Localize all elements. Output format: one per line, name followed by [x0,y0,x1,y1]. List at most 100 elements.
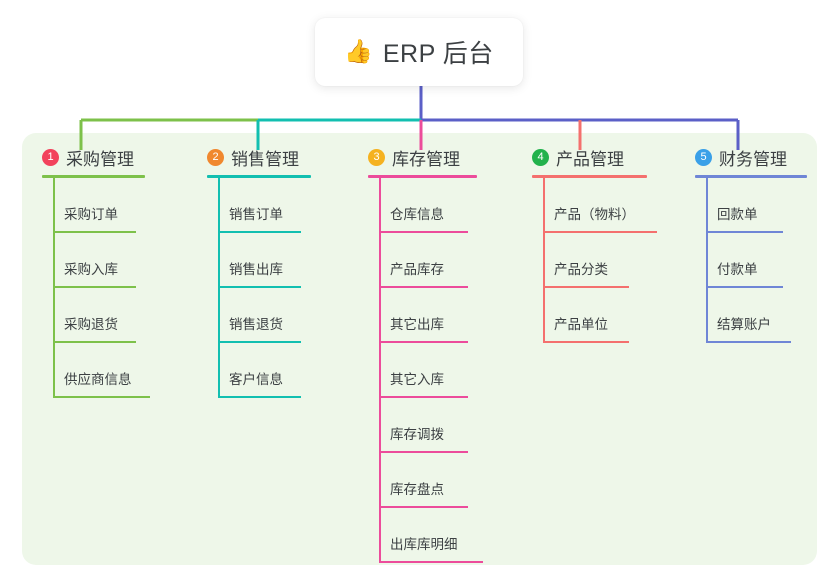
leaf-item-label: 销售出库 [229,262,283,277]
leaf-item[interactable]: 其它入库 [368,343,477,398]
leaf-item[interactable]: 产品分类 [532,233,647,288]
leaf-item[interactable]: 采购入库 [42,233,145,288]
branch-title-underline [207,175,311,178]
branch-title-underline [532,175,647,178]
branch-number-badge: 5 [695,148,712,166]
leaf-item[interactable]: 销售订单 [207,178,311,233]
branch-column-3: 3 库存管理仓库信息产品库存其它出库其它入库库存调拨库存盘点出库库明细 [368,146,483,563]
branch-spine-line [543,178,545,343]
leaf-item[interactable]: 库存调拨 [368,398,477,453]
leaf-item[interactable]: 出库库明细 [368,508,483,563]
leaf-item-underline [380,396,468,398]
leaf-item-label: 库存盘点 [390,482,444,497]
leaf-item-underline [380,341,468,343]
branch-leaf-list: 回款单付款单结算账户 [695,178,807,343]
leaf-item-label: 产品单位 [554,317,608,332]
branch-column-4: 4 产品管理产品（物料） 产品分类产品单位 [532,146,657,343]
branch-spine-line [706,178,708,343]
branch-header-4[interactable]: 4 产品管理 [532,146,647,169]
leaf-item-label: 采购订单 [64,207,118,222]
leaf-item-underline [219,286,301,288]
thumbs-up-icon: 👍 [344,38,373,65]
leaf-item-label: 其它出库 [390,317,444,332]
leaf-item[interactable]: 采购退货 [42,288,145,343]
branch-number-badge: 3 [368,148,385,166]
leaf-item-underline [54,286,136,288]
leaf-item-underline [54,396,150,398]
leaf-item-label: 仓库信息 [390,207,444,222]
branch-title-underline [695,175,807,178]
leaf-item-label: 结算账户 [717,317,771,332]
leaf-item[interactable]: 采购订单 [42,178,145,233]
leaf-item-underline [380,286,468,288]
branch-spine-line [218,178,220,398]
branch-header-5[interactable]: 5 财务管理 [695,146,807,169]
branch-title: 采购管理 [66,149,134,169]
leaf-item-label: 客户信息 [229,372,283,387]
leaf-item-label: 采购退货 [64,317,118,332]
leaf-item-underline [219,396,301,398]
diagram-background-panel [22,133,817,565]
branch-title: 财务管理 [719,149,787,169]
branch-leaf-list: 销售订单销售出库销售退货客户信息 [207,178,311,398]
leaf-item-underline [219,231,301,233]
leaf-item-underline [544,286,629,288]
branch-leaf-list: 产品（物料） 产品分类产品单位 [532,178,657,343]
leaf-item-label: 供应商信息 [64,372,132,387]
leaf-item-underline [54,231,136,233]
branch-title: 产品管理 [556,149,624,169]
leaf-item-label: 产品（物料） [554,207,635,222]
branch-leaf-list: 仓库信息产品库存其它出库其它入库库存调拨库存盘点出库库明细 [368,178,483,563]
branch-title: 销售管理 [231,149,299,169]
branch-spine-line [53,178,55,398]
leaf-item-underline [380,561,483,563]
root-node-title: ERP 后台 [382,40,494,68]
leaf-item[interactable]: 付款单 [695,233,807,288]
branch-number-badge: 4 [532,148,549,166]
leaf-item[interactable]: 产品单位 [532,288,647,343]
branch-header-1[interactable]: 1 采购管理 [42,146,145,169]
leaf-item-label: 销售订单 [229,207,283,222]
leaf-item-label: 采购入库 [64,262,118,277]
leaf-item[interactable]: 其它出库 [368,288,477,343]
leaf-item-label: 产品库存 [390,262,444,277]
leaf-item-label: 产品分类 [554,262,608,277]
leaf-item[interactable]: 销售出库 [207,233,311,288]
leaf-item-label: 销售退货 [229,317,283,332]
leaf-item-underline [380,506,468,508]
leaf-item[interactable]: 产品（物料） [532,178,657,233]
leaf-item-underline [707,341,791,343]
leaf-item-underline [544,231,657,233]
branch-column-1: 1 采购管理采购订单采购入库采购退货供应商信息 [42,146,150,398]
leaf-item-label: 库存调拨 [390,427,444,442]
leaf-item[interactable]: 库存盘点 [368,453,477,508]
root-node-card[interactable]: 👍 ERP 后台 [315,18,523,86]
branch-spine-line [379,178,381,563]
leaf-item-underline [544,341,629,343]
leaf-item[interactable]: 销售退货 [207,288,311,343]
leaf-item[interactable]: 客户信息 [207,343,311,398]
branch-number-badge: 1 [42,148,59,166]
leaf-item-label: 其它入库 [390,372,444,387]
leaf-item[interactable]: 仓库信息 [368,178,477,233]
branch-title-underline [368,175,477,178]
leaf-item-label: 出库库明细 [390,537,458,552]
leaf-item[interactable]: 结算账户 [695,288,807,343]
leaf-item-underline [54,341,136,343]
branch-title-underline [42,175,145,178]
leaf-item-underline [219,341,301,343]
leaf-item-underline [380,451,468,453]
branch-title: 库存管理 [392,149,460,169]
leaf-item-underline [707,231,783,233]
leaf-item[interactable]: 供应商信息 [42,343,150,398]
branch-header-3[interactable]: 3 库存管理 [368,146,477,169]
leaf-item[interactable]: 回款单 [695,178,807,233]
branch-leaf-list: 采购订单采购入库采购退货供应商信息 [42,178,150,398]
leaf-item-label: 回款单 [717,207,758,222]
branch-column-5: 5 财务管理回款单付款单结算账户 [695,146,807,343]
leaf-item-underline [707,286,783,288]
leaf-item-label: 付款单 [717,262,758,277]
leaf-item[interactable]: 产品库存 [368,233,477,288]
